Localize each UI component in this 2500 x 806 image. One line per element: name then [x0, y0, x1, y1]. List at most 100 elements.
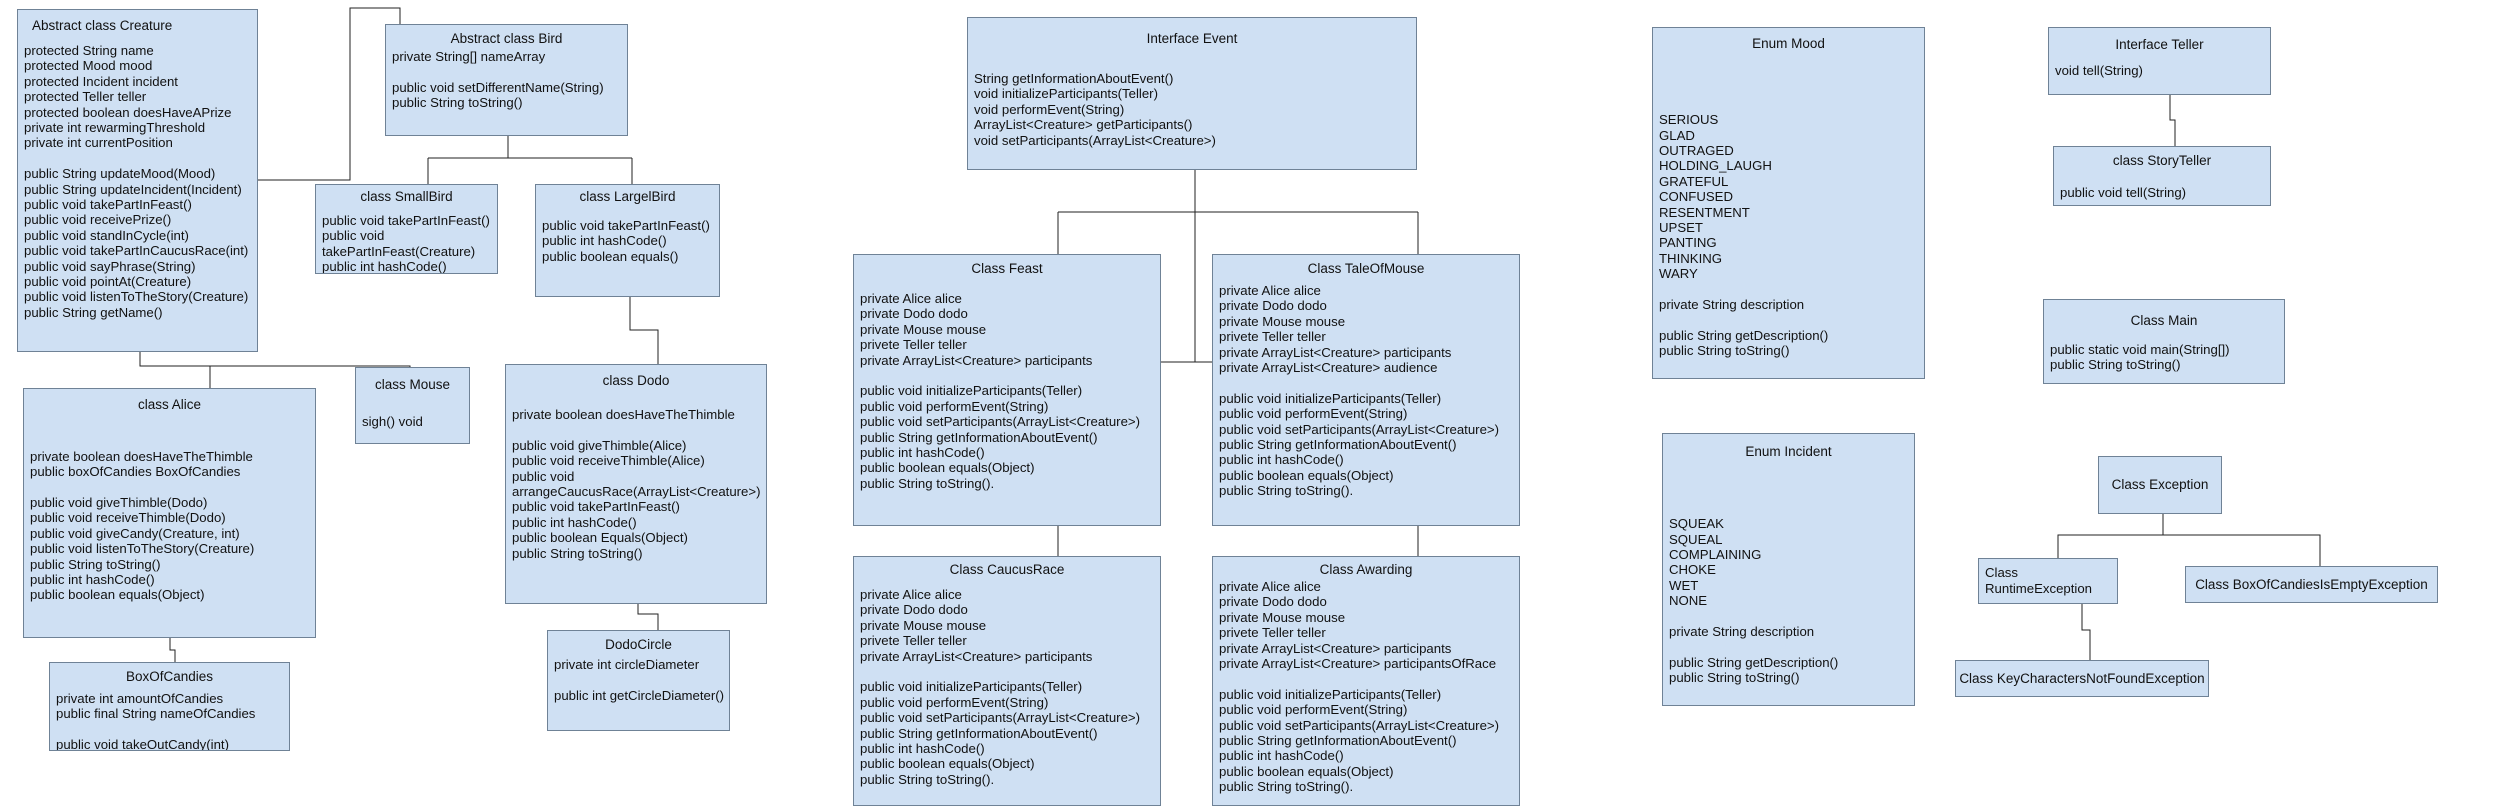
member-line: takePartInFeast(Creature) — [322, 243, 476, 259]
interface-teller-box[interactable]: Interface Teller void tell(String) — [2048, 27, 2271, 95]
member-line: SQUEAK — [1669, 516, 1724, 532]
member-line: CONFUSED — [1659, 189, 1733, 205]
member-line: public String getName() — [24, 304, 163, 320]
member-line: public String toString() — [512, 545, 643, 561]
member-line: NONE — [1669, 593, 1708, 609]
class-storyteller-title: class StoryTeller — [2112, 153, 2212, 168]
member-line: public void setParticipants(ArrayList<Cr… — [860, 414, 1140, 430]
class-largebird-box[interactable]: class LargelBird public void takePartInF… — [535, 184, 720, 297]
member-line: public int hashCode() — [860, 445, 985, 460]
member-line: public int getCircleDiameter() — [554, 687, 725, 703]
member-line: public void initializeParticipants(Telle… — [860, 679, 1083, 695]
member-line: private ArrayList<Creature> audience — [1219, 360, 1438, 375]
class-alice-title: class Alice — [137, 397, 202, 412]
class-mouse-box[interactable]: class Mouse sigh() void — [355, 367, 470, 444]
class-exception-box[interactable]: Class Exception — [2098, 456, 2222, 514]
class-awarding-title: Class Awarding — [1319, 562, 1413, 577]
member-line: private int rewarmingThreshold — [24, 120, 206, 135]
member-line: private Dodo dodo — [860, 306, 968, 322]
class-bird-title: Abstract class Bird — [450, 31, 563, 46]
member-line: CHOKE — [1669, 562, 1716, 578]
member-line: public boolean equals(Object) — [860, 460, 1035, 476]
member-line: private ArrayList<Creature> participants — [860, 648, 1093, 664]
member-line: GLAD — [1659, 127, 1695, 143]
enum-mood-title: Enum Mood — [1752, 36, 1825, 51]
member-line: public void takePartInFeast() — [542, 218, 710, 233]
class-storyteller-box[interactable]: class StoryTeller public void tell(Strin… — [2053, 146, 2271, 206]
member-line: private Alice alice — [860, 291, 962, 306]
class-smallbird-box[interactable]: class SmallBird public void takePartInFe… — [315, 184, 498, 274]
member-line: public void giveThimble(Dodo) — [30, 495, 208, 510]
member-line: public int hashCode() — [1219, 452, 1344, 468]
member-line: public String toString() — [1669, 670, 1800, 686]
member-line: public void takePartInFeast() — [24, 197, 192, 212]
member-line: public String toString(). — [860, 771, 995, 787]
member-line: public void takePartInFeast() — [322, 213, 490, 228]
member-line: public void performEvent(String) — [1219, 702, 1408, 718]
member-line: public int hashCode() — [512, 514, 637, 530]
class-boxofcandiesisemptyexception-title: Class BoxOfCandiesIsEmptyException — [2195, 577, 2428, 592]
member-line: public void setDifferentName(String) — [392, 79, 604, 95]
class-boxofcandiesisemptyexception-box[interactable]: Class BoxOfCandiesIsEmptyException — [2185, 566, 2438, 603]
interface-event-box[interactable]: Interface Event String getInformationAbo… — [967, 17, 1417, 170]
member-line: public String toString(). — [1219, 483, 1354, 499]
member-line: public String toString(). — [1219, 779, 1354, 795]
member-line: OUTRAGED — [1659, 143, 1734, 158]
class-largebird-title: class LargelBird — [579, 189, 676, 204]
class-keycharactersnotfoundexception-title: Class KeyCharactersNotFoundException — [1959, 671, 2205, 686]
member-line: SERIOUS — [1659, 112, 1719, 128]
member-line: private Mouse mouse — [860, 321, 987, 337]
connector-dodo-circle — [637, 604, 659, 630]
member-line: public void takeOutCandy(int) — [56, 737, 229, 751]
member-line: private int amountOfCandies — [56, 691, 224, 706]
member-line: private String description — [1659, 297, 1805, 312]
member-line: public void takePartInCaucusRace(int) — [24, 243, 249, 259]
member-line: PANTING — [1659, 235, 1717, 251]
class-taleofmouse-title: Class TaleOfMouse — [1307, 261, 1425, 276]
member-line: private Dodo dodo — [1219, 298, 1327, 314]
class-dodo-box[interactable]: class Dodo private boolean doesHaveTheTh… — [505, 364, 767, 604]
member-line: private ArrayList<Creature> participants… — [1219, 656, 1497, 671]
member-line: private Dodo dodo — [1219, 594, 1327, 610]
member-line: RESENTMENT — [1659, 204, 1750, 220]
class-main-box[interactable]: Class Main public static void main(Strin… — [2043, 299, 2285, 384]
member-line: private Alice alice — [860, 587, 962, 602]
member-line: public void initializeParticipants(Telle… — [860, 383, 1083, 399]
class-smallbird-title: class SmallBird — [360, 189, 453, 204]
member-line: private boolean doesHaveTheThimble — [512, 407, 735, 422]
class-boxofcandies-box[interactable]: BoxOfCandies private int amountOfCandies… — [49, 662, 290, 751]
member-line: public int hashCode() — [322, 259, 447, 274]
member-line: COMPLAINING — [1669, 547, 1762, 562]
class-bird-box[interactable]: Abstract class Bird private String[] nam… — [385, 24, 628, 136]
member-line: String getInformationAboutEvent() — [974, 71, 1174, 86]
member-line: sigh() void — [362, 414, 423, 429]
member-line: GRATEFUL — [1659, 173, 1729, 189]
member-line: private ArrayList<Creature> participants — [1219, 344, 1452, 360]
member-line: public void standInCycle(int) — [24, 227, 189, 243]
member-line: public boolean equals(Object) — [30, 587, 205, 603]
member-line: public void performEvent(String) — [860, 398, 1049, 414]
member-line: private int circleDiameter — [554, 657, 700, 672]
member-line: SQUEAL — [1669, 531, 1723, 547]
member-line: private ArrayList<Creature> participants — [860, 352, 1093, 368]
class-creature-box[interactable]: Abstract class Creature protected String… — [17, 9, 258, 352]
member-line: private Alice alice — [1219, 283, 1321, 298]
member-line: public String updateMood(Mood) — [24, 166, 216, 182]
class-keycharactersnotfoundexception-box[interactable]: Class KeyCharactersNotFoundException — [1955, 660, 2209, 697]
class-alice-box[interactable]: class Alice private boolean doesHaveTheT… — [23, 388, 316, 638]
member-line: public void giveThimble(Alice) — [512, 437, 687, 453]
member-line: public String toString() — [2050, 357, 2181, 373]
member-line: public void performEvent(String) — [860, 694, 1049, 710]
member-line: arrangeCaucusRace(ArrayList<Creature>) — [512, 484, 761, 499]
connector-bird-children — [427, 136, 633, 184]
member-line: privete Teller teller — [1219, 625, 1326, 641]
member-line: UPSET — [1659, 220, 1703, 235]
